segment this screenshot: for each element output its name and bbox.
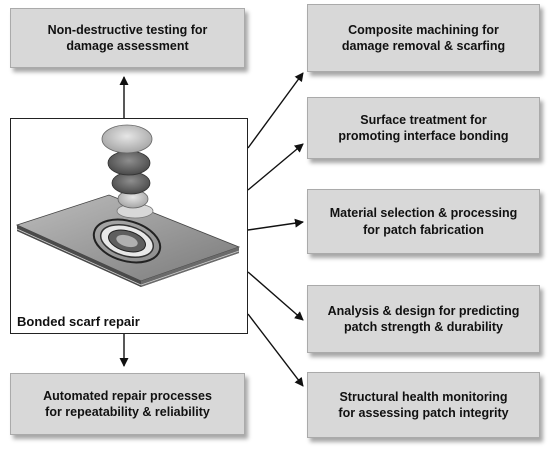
arrow-to-right-box-4 xyxy=(247,271,304,321)
right-box-1-line1: Composite machining for xyxy=(348,22,499,37)
bonded-scarf-repair-panel: Bonded scarf repair xyxy=(10,118,248,334)
right-box-material-selection: Material selection & processing for patc… xyxy=(307,189,540,254)
bottom-box-line2: for repeatability & reliability xyxy=(45,405,210,419)
top-box-line1: Non-destructive testing for xyxy=(47,22,208,37)
right-box-1-line2: damage removal & scarfing xyxy=(341,39,506,53)
right-box-3-line2: for patch fabrication xyxy=(363,222,484,237)
right-box-2-line2: promoting interface bonding xyxy=(338,129,509,143)
right-box-surface-treatment: Surface treatment for promoting interfac… xyxy=(307,97,540,159)
arrow-to-right-box-1 xyxy=(247,72,304,149)
right-box-2-line1: Surface treatment for xyxy=(360,112,487,127)
right-box-3-line1: Material selection & processing xyxy=(329,206,518,221)
bottom-box-line1: Automated repair processes xyxy=(43,388,212,403)
arrow-to-right-box-2 xyxy=(247,143,304,191)
arrow-to-right-box-5 xyxy=(247,313,304,387)
top-box-ndt: Non-destructive testing for damage asses… xyxy=(10,8,245,68)
center-label: Bonded scarf repair xyxy=(17,314,140,329)
right-box-analysis-design: Analysis & design for predicting patch s… xyxy=(307,285,540,353)
right-box-4-line1: Analysis & design for predicting xyxy=(327,303,520,318)
right-box-5-line1: Structural health monitoring xyxy=(339,389,508,404)
right-box-4-line2: patch strength & durability xyxy=(343,320,504,334)
right-box-composite-machining: Composite machining for damage removal &… xyxy=(307,4,540,72)
arrow-to-right-box-3 xyxy=(247,218,304,231)
right-box-structural-health-monitoring: Structural health monitoring for assessi… xyxy=(307,372,540,438)
top-box-line2: damage assessment xyxy=(66,39,189,53)
bottom-box-automated-repair: Automated repair processes for repeatabi… xyxy=(10,373,245,435)
scarf-repair-illustration xyxy=(15,124,241,287)
right-box-5-line2: for assessing patch integrity xyxy=(338,406,509,420)
